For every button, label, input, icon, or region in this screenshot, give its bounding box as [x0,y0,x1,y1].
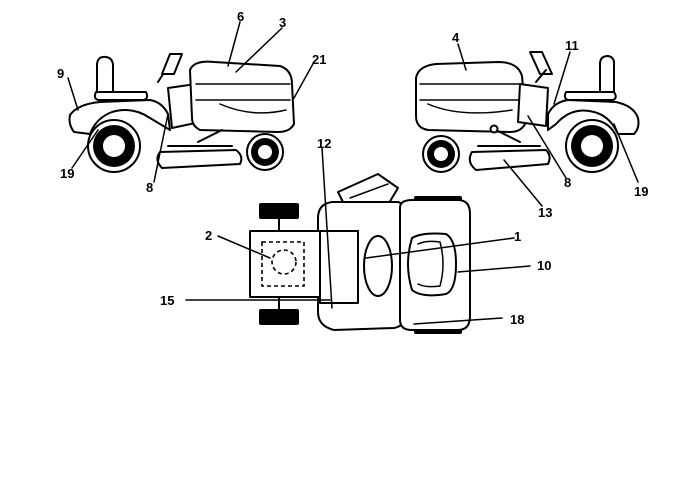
dash-pedestal-right [517,83,549,127]
front-tire-top-left [259,203,299,219]
callout-13: 13 [538,205,552,220]
callout-19-right: 19 [634,184,648,199]
engine-outline [261,241,305,287]
callout-11: 11 [565,38,579,53]
callout-19-left: 19 [60,166,74,181]
callout-labels: 6 3 21 9 19 8 4 11 8 19 13 12 2 1 10 15 … [57,9,648,327]
steering-wheel [161,53,183,75]
hood [189,60,295,133]
callout-10: 10 [537,258,551,273]
callout-18: 18 [510,312,524,327]
callout-15: 15 [160,293,174,308]
rear-fender-right [547,99,640,135]
leader-lines [67,21,639,325]
tractor-right-side-view [415,51,640,173]
callout-8-right: 8 [564,175,571,190]
tractor-left-side-view [68,53,295,173]
callout-9: 9 [57,66,64,81]
mower-deck-right [468,149,551,171]
seat-base-right [563,91,617,101]
lift-lever [197,129,223,143]
callout-12: 12 [317,136,331,151]
rear-fender [68,99,171,135]
callout-4: 4 [452,30,460,45]
callout-8-left: 8 [146,180,153,195]
front-tire-top-right [259,309,299,325]
seat-back [96,55,114,99]
mower-deck [156,149,243,169]
tractor-top-view [249,173,471,334]
callout-21: 21 [312,52,326,67]
hood-right [415,61,527,133]
dash-oval-top [363,235,393,297]
callout-6: 6 [237,9,244,24]
seat-top [407,232,457,297]
callout-3: 3 [279,15,286,30]
seat-back-right [599,55,616,97]
steering-wheel-right [529,51,553,75]
seat-base [93,91,149,101]
lift-lever-right [495,129,521,143]
callout-1: 1 [514,229,521,244]
callout-2: 2 [205,228,212,243]
